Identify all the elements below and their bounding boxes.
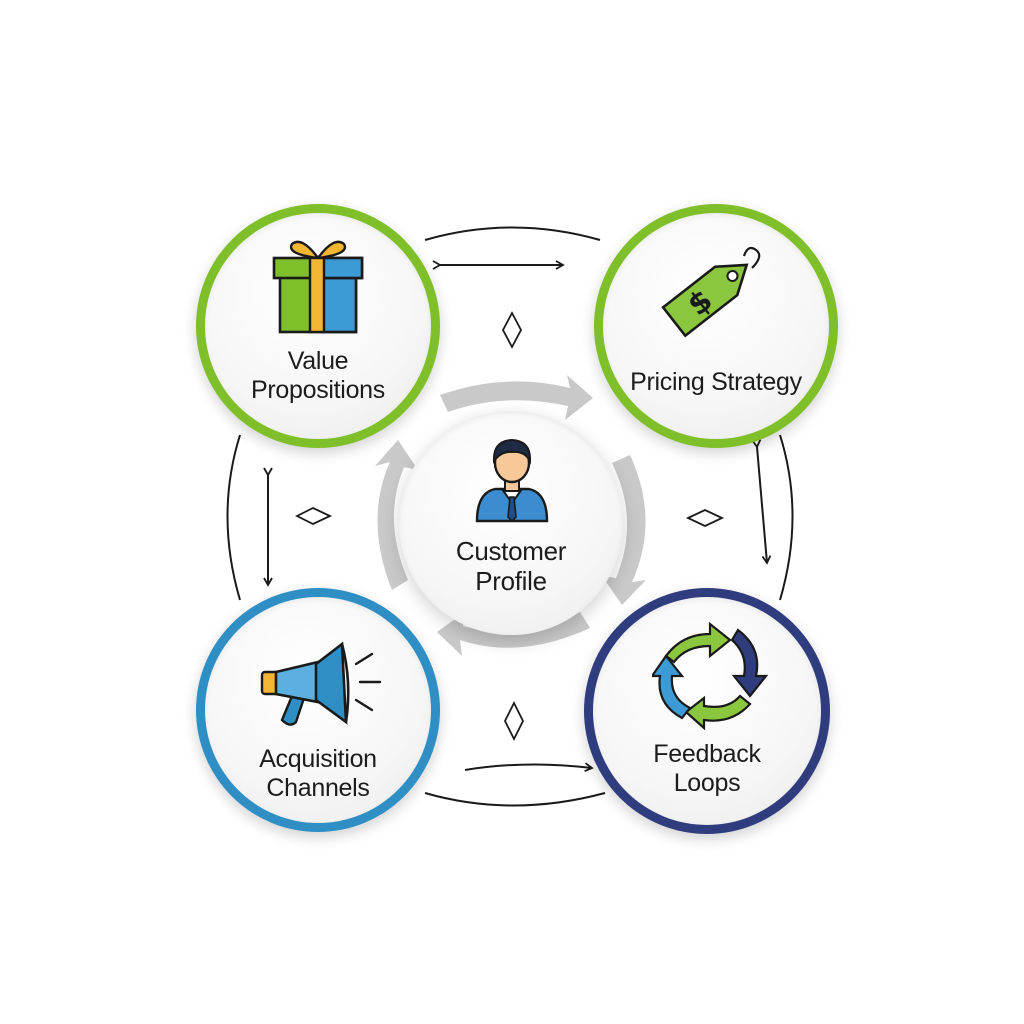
center-node-label-line1: Customer xyxy=(455,536,567,566)
node-acquisition-channels-label: Acquisition Channels xyxy=(196,745,440,803)
diamond-left xyxy=(294,506,333,526)
megaphone-icon xyxy=(260,641,382,726)
node-value-propositions-label: Value Propositions xyxy=(196,347,440,405)
node-acquisition-channels[interactable]: Acquisition Channels xyxy=(196,588,440,832)
node-acquisition-channels-label-line2: Channels xyxy=(266,774,370,802)
node-acquisition-channels-face xyxy=(205,597,431,823)
connector-arrow-bottom xyxy=(464,762,594,772)
center-node[interactable]: Customer Profile xyxy=(399,411,623,635)
cycle-arrows-icon xyxy=(652,621,768,730)
node-acquisition-channels-label-line1: Acquisition xyxy=(259,745,377,773)
center-node-label-line2: Profile xyxy=(475,566,547,596)
diamond-top xyxy=(501,311,523,349)
diamond-bottom xyxy=(503,700,525,742)
connector-arc-left xyxy=(226,434,241,601)
connector-arrow-right xyxy=(751,439,772,565)
node-feedback-loops[interactable]: Feedback Loops xyxy=(584,588,830,834)
node-feedback-loops-label-line1: Feedback xyxy=(653,740,761,768)
center-node-label: Customer Profile xyxy=(399,536,623,596)
node-pricing-strategy-label: Pricing Strategy xyxy=(594,368,838,397)
center-arrow-top xyxy=(440,375,593,420)
connector-arc-bottom xyxy=(424,792,606,807)
node-value-propositions-label-line1: Value xyxy=(287,347,349,375)
node-pricing-strategy-face xyxy=(603,213,829,439)
node-value-propositions-label-line2: Propositions xyxy=(251,376,385,404)
node-pricing-strategy-label-line1: Pricing Strategy xyxy=(630,368,802,396)
connector-arc-top xyxy=(424,226,601,241)
businessperson-icon xyxy=(475,438,549,523)
node-feedback-loops-label-line2: Loops xyxy=(673,769,741,797)
center-arrow-left xyxy=(375,440,418,590)
node-value-propositions[interactable]: Value Propositions xyxy=(196,204,440,448)
node-pricing-strategy[interactable]: $ Pricing Strategy xyxy=(594,204,838,448)
connector-arc-right xyxy=(779,434,794,601)
center-arrow-right xyxy=(602,455,646,605)
diamond-right xyxy=(685,509,725,527)
node-feedback-loops-label: Feedback Loops xyxy=(584,740,830,798)
price-tag-icon: $ xyxy=(661,246,761,338)
gift-box-icon xyxy=(272,240,364,334)
